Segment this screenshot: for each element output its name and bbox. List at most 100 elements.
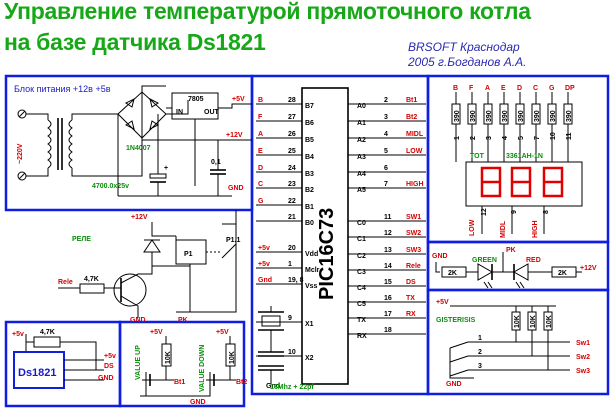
mcu-frame bbox=[250, 74, 430, 396]
mcu-pin-num: 18 bbox=[384, 327, 392, 334]
diode-label: 1N4007 bbox=[126, 145, 151, 152]
mcu-left-pins: B728BB627FB526AB425EB324DB223CB122GB021V… bbox=[256, 97, 320, 362]
mcu-pin-C3: C3 bbox=[357, 269, 366, 276]
display-seg-G: G bbox=[549, 85, 555, 92]
gist-pin-1: 1 bbox=[478, 335, 482, 342]
display-high: HIGH bbox=[532, 221, 539, 239]
relay-resistor bbox=[79, 283, 105, 294]
led-green-label: GREEN bbox=[472, 257, 497, 264]
gist-wire bbox=[531, 330, 570, 357]
relay-12v: +12V bbox=[131, 214, 148, 221]
mcu-pin-X2: X2 bbox=[305, 355, 314, 362]
power-5v: +5V bbox=[232, 96, 245, 103]
mcu-pin-B1: B1 bbox=[305, 204, 314, 211]
mcu-pin-X1: X1 bbox=[305, 321, 314, 328]
relay-p11: P1.1 bbox=[226, 237, 241, 244]
mcu-chip bbox=[301, 87, 349, 385]
display-res-label: 390 bbox=[550, 110, 557, 122]
display-pin-num: 4 bbox=[502, 136, 509, 140]
mcu-net-E: E bbox=[258, 148, 263, 155]
mcu-pin-C5: C5 bbox=[357, 301, 366, 308]
display-pin-num: 10 bbox=[550, 132, 557, 140]
display-low: LOW bbox=[469, 219, 476, 236]
gist-sw-2: Sw2 bbox=[576, 354, 590, 361]
gist-sw-1: Sw1 bbox=[576, 340, 590, 347]
cap-plus: + bbox=[164, 165, 168, 172]
display-pin-num: 3 bbox=[486, 136, 493, 140]
display-res-label: 390 bbox=[534, 110, 541, 122]
mcu-pin-A4: A4 bbox=[357, 171, 366, 178]
title-line-1: Управление температурой прямоточного кот… bbox=[4, 0, 531, 24]
mcu-pin-B2: B2 bbox=[305, 187, 314, 194]
gist-switch[interactable] bbox=[449, 355, 469, 363]
display-digits bbox=[480, 166, 564, 198]
button-value-down[interactable]: VALUE DOWN +5V 10K Bt2 bbox=[199, 329, 247, 392]
sensor-resistor bbox=[33, 336, 61, 348]
sensor-5v-right: +5v bbox=[104, 353, 116, 360]
mcu-pin-num: 28 bbox=[288, 97, 296, 104]
mcu-pin-num: 27 bbox=[288, 114, 296, 121]
button-up-res-label: 10K bbox=[165, 351, 172, 364]
mcu-net-DS: DS bbox=[406, 279, 416, 286]
display-high-pin: 8 bbox=[543, 210, 550, 214]
mcu-net-LOW: LOW bbox=[406, 148, 423, 155]
gist-5v: +5V bbox=[436, 299, 449, 306]
mcu-pin-B4: B4 bbox=[305, 154, 314, 161]
display-pin-num: 2 bbox=[470, 136, 477, 140]
mcu-pin-num: 16 bbox=[384, 295, 392, 302]
gist-pin-2: 2 bbox=[478, 349, 482, 356]
button-value-up[interactable]: VALUE UP +5V 10K Bt1 bbox=[135, 329, 185, 390]
mcu-pin-B7: B7 bbox=[305, 103, 314, 110]
mcu-pin-TX: TX bbox=[357, 317, 366, 324]
mcu-pin-num: 14 bbox=[384, 263, 392, 270]
transformer-secondary bbox=[68, 119, 73, 169]
transformer-primary bbox=[47, 119, 52, 169]
mcu-pin-num: 13 bbox=[384, 247, 392, 254]
display-seg-DP: DP bbox=[565, 85, 575, 92]
sensor-ds: DS bbox=[104, 363, 114, 370]
display-seg-A: A bbox=[485, 85, 490, 92]
mcu-pin-num: 15 bbox=[384, 279, 392, 286]
mcu-pin-C4: C4 bbox=[357, 285, 366, 292]
gist-switch[interactable] bbox=[449, 369, 469, 377]
mcu-net-G: G bbox=[258, 198, 264, 205]
mcu-pin-A1: A1 bbox=[357, 120, 366, 127]
display-pin-num: 1 bbox=[454, 136, 461, 140]
gist-wire bbox=[547, 330, 570, 371]
mcu-net-SW1: SW1 bbox=[406, 214, 421, 221]
power-title: Блок питания +12в +5в bbox=[14, 84, 111, 94]
mcu-pin-num: 22 bbox=[288, 198, 296, 205]
gist-switch[interactable] bbox=[449, 341, 469, 349]
display-pin-num: 7 bbox=[534, 136, 541, 140]
button-up-label: VALUE UP bbox=[135, 345, 142, 380]
button-up-5v: +5V bbox=[150, 329, 163, 336]
mcu-pin-Mclr: Mclr bbox=[305, 267, 320, 274]
mcu-pin-B3: B3 bbox=[305, 171, 314, 178]
mcu-pin-num: 17 bbox=[384, 311, 392, 318]
author-line-1: BRSOFT Краснодар bbox=[408, 40, 520, 54]
display-res-label: 390 bbox=[566, 110, 573, 122]
mcu-net-RX: RX bbox=[406, 311, 416, 318]
display-res-label: 390 bbox=[454, 110, 461, 122]
mcu-pin-num: 9 bbox=[288, 315, 292, 322]
display-seg-E: E bbox=[501, 85, 506, 92]
sensor-gnd: GND bbox=[98, 375, 114, 382]
power-frame bbox=[4, 74, 254, 212]
display-body bbox=[465, 161, 583, 207]
mcu-pin-num: 23 bbox=[288, 181, 296, 188]
gist-wire bbox=[515, 330, 570, 343]
display-seg-C: C bbox=[533, 85, 538, 92]
display-res-label: 390 bbox=[486, 110, 493, 122]
mcu-pin-num: 19, 8 bbox=[288, 277, 304, 284]
button-up-bt1: Bt1 bbox=[174, 379, 185, 386]
power-gnd: GND bbox=[228, 185, 244, 192]
led-gnd: GND bbox=[432, 253, 448, 260]
display-pin-num: 11 bbox=[566, 132, 573, 140]
mcu-net-+5v: +5v bbox=[258, 261, 270, 268]
gist-sw-3: Sw3 bbox=[576, 368, 590, 375]
gist-res-label: 10K bbox=[546, 315, 553, 328]
mcu-net-HIGH: HIGH bbox=[406, 181, 424, 188]
display-res-label: 390 bbox=[502, 110, 509, 122]
mcu-net-B: B bbox=[258, 97, 263, 104]
display-seg-B: B bbox=[453, 85, 458, 92]
